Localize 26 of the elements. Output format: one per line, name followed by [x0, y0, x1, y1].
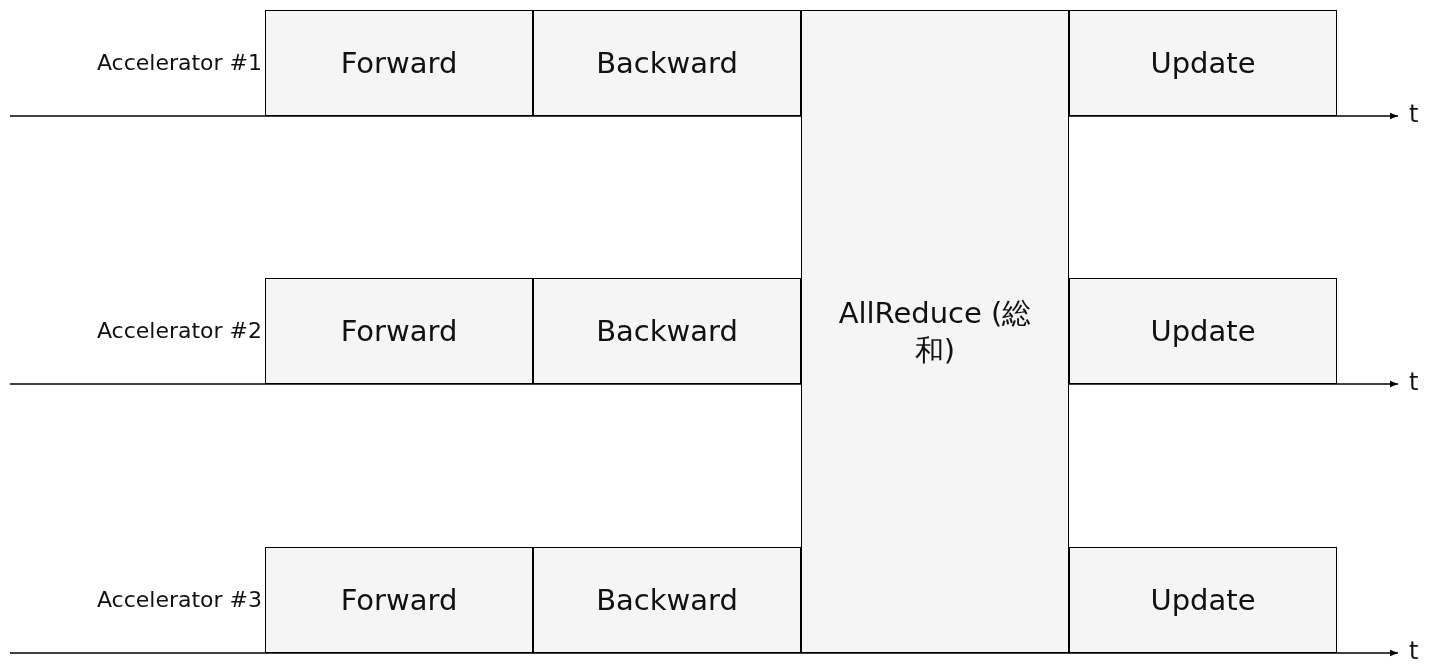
- step-label: Update: [1150, 312, 1256, 350]
- process-box: [801, 10, 1069, 653]
- process-box: [265, 10, 533, 116]
- axis-label: t: [1409, 100, 1419, 128]
- axis-label: t: [1409, 637, 1419, 665]
- step-label: Update: [1150, 581, 1256, 619]
- step-label: Update: [1150, 44, 1256, 82]
- process-box: [1069, 10, 1337, 116]
- row-label: Accelerator #2: [96, 318, 262, 343]
- axis-label: t: [1409, 368, 1419, 396]
- process-box: [533, 10, 801, 116]
- step-label: Backward: [596, 581, 738, 619]
- step-label: Backward: [596, 312, 738, 350]
- step-label: Forward: [340, 44, 458, 82]
- row-label: Accelerator #1: [96, 50, 262, 75]
- step-label: Backward: [596, 44, 738, 82]
- step-label: Forward: [340, 312, 458, 350]
- process-box: [265, 547, 533, 653]
- process-box: [1069, 547, 1337, 653]
- process-box: [1069, 278, 1337, 384]
- step-label: AllReduce (総和): [837, 295, 1033, 368]
- step-label: Forward: [340, 581, 458, 619]
- row-label: Accelerator #3: [96, 587, 262, 612]
- process-box: [265, 278, 533, 384]
- process-box: [533, 278, 801, 384]
- process-box: [533, 547, 801, 653]
